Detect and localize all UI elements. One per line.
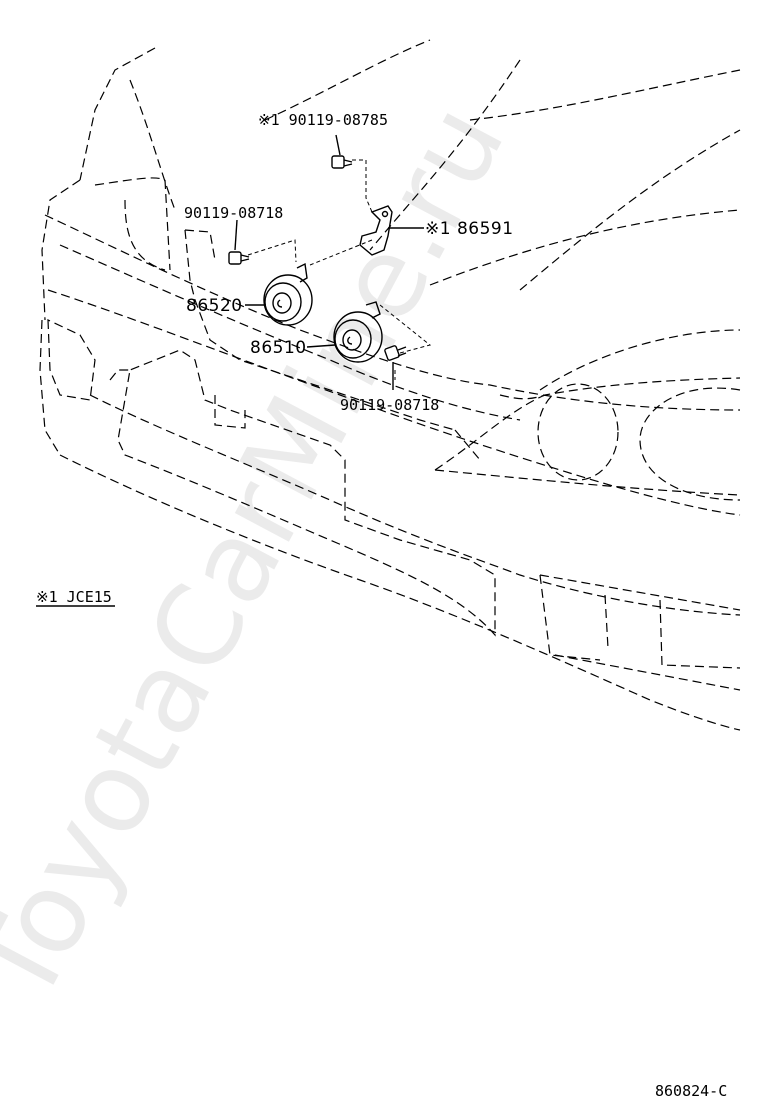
- label-bolt-left: 90119-08718: [184, 204, 283, 222]
- drawing-number: 860824-C: [655, 1082, 727, 1100]
- label-bolt-right: 90119-08718: [340, 396, 439, 414]
- label-horn-high: 86520: [186, 296, 243, 316]
- label-horn-low: 86510: [250, 338, 307, 358]
- label-bracket: ※1 86591: [425, 219, 514, 239]
- horn-86520[interactable]: [263, 262, 313, 326]
- footnote: ※1 JCE15: [36, 588, 112, 606]
- bolt-90119-08718-left[interactable]: [228, 251, 250, 265]
- bolt-90119-08785[interactable]: [331, 155, 353, 169]
- bolt-90119-08718-right[interactable]: [384, 345, 407, 361]
- bracket-86591[interactable]: [359, 205, 393, 256]
- label-leaders: [234, 134, 424, 390]
- horn-86510[interactable]: [333, 301, 383, 363]
- label-bolt-upper: ※1 90119-08785: [258, 111, 388, 129]
- assembly-lines: [247, 159, 432, 380]
